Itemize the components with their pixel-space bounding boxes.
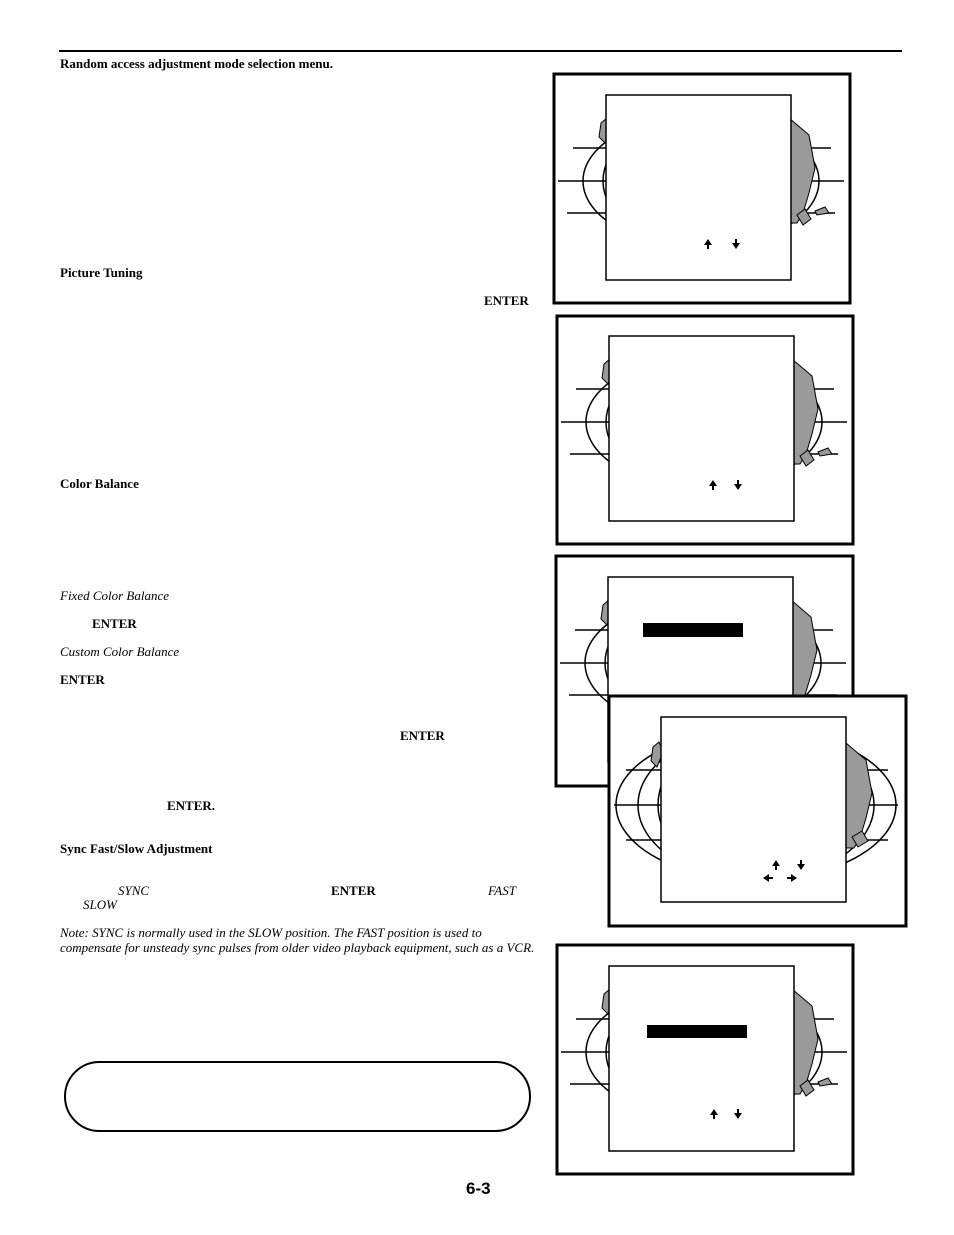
header-rule [59, 50, 902, 52]
picture-tuning-heading: Picture Tuning [60, 265, 143, 280]
section-title: Random access adjustment mode selection … [60, 56, 333, 71]
highlight-bar [643, 623, 743, 637]
sync-note: Note: SYNC is normally used in the SLOW … [60, 925, 535, 955]
menu-screen-4 [607, 694, 908, 928]
enter-key-label-2: ENTER [92, 616, 137, 631]
up-arrow-icon [704, 239, 712, 249]
enter-key-label-5: ENTER. [167, 798, 216, 813]
down-arrow-icon [797, 860, 805, 870]
down-arrow-icon [734, 480, 742, 490]
color-balance-heading: Color Balance [60, 476, 139, 491]
page-number: 6-3 [466, 1179, 491, 1198]
sync-word: SYNC [118, 883, 150, 898]
highlight-bar [647, 1025, 747, 1038]
enter-key-label-3: ENTER [60, 672, 105, 687]
sync-heading: Sync Fast/Slow Adjustment [60, 841, 213, 856]
enter-key-label-4: ENTER [400, 728, 445, 743]
up-arrow-icon [710, 1109, 718, 1119]
slow-word: SLOW [83, 897, 117, 912]
up-arrow-icon [709, 480, 717, 490]
left-arrow-icon [763, 874, 773, 882]
menu-screen-5 [555, 943, 855, 1176]
enter-key-label-1: ENTER [484, 293, 529, 308]
callout-box [64, 1061, 531, 1132]
menu-screen-2 [555, 314, 855, 546]
fixed-color-balance-label: Fixed Color Balance [60, 588, 170, 603]
enter-key-label-6: ENTER [331, 883, 376, 898]
right-arrow-icon [787, 874, 797, 882]
menu-screen-1 [552, 72, 852, 305]
up-arrow-icon [772, 860, 780, 870]
down-arrow-icon [732, 239, 740, 249]
fast-word: FAST [488, 883, 516, 898]
down-arrow-icon [734, 1109, 742, 1119]
custom-color-balance-label: Custom Color Balance [60, 644, 180, 659]
